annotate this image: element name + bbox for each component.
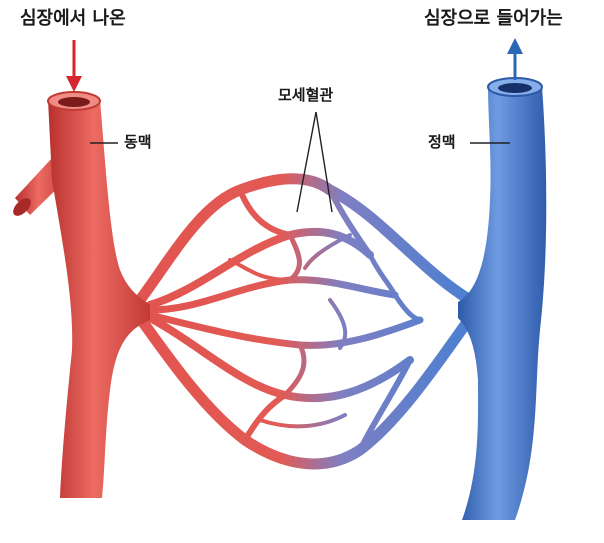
capillary-leader-left [296,111,317,213]
vein-label: 정맥 [428,133,456,151]
capillary-network [134,173,476,470]
capillary-leader-right [315,111,333,213]
artery-label: 동맥 [124,133,152,151]
capillaries-label: 모세혈관 [278,86,334,104]
artery [13,91,150,498]
leader-lines [90,111,510,213]
from-heart-label: 심장에서 나온 [20,8,126,29]
outflow-arrow [507,38,523,80]
inflow-arrow [66,40,82,92]
vein [458,77,547,520]
to-heart-label: 심장으로 들어가는 [424,8,563,29]
